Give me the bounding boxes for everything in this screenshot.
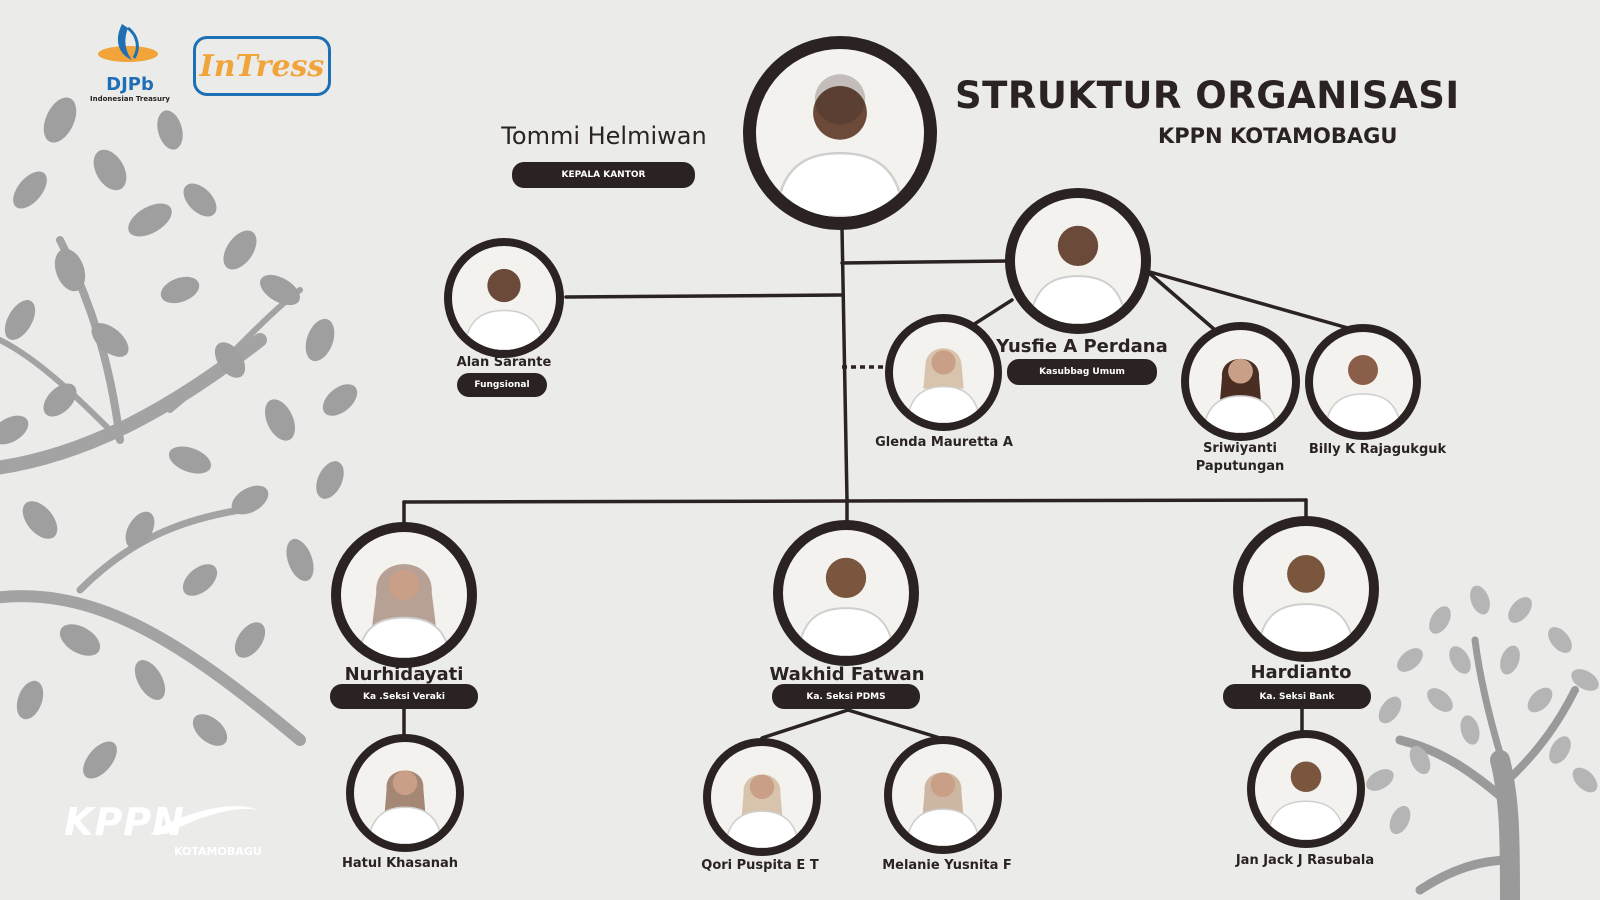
- role-ka-seksi-veraki: Ka .Seksi Veraki: [330, 684, 478, 709]
- role-kepala-kantor: KEPALA KANTOR: [512, 162, 695, 188]
- name-nurhidayati: Nurhidayati: [344, 664, 464, 685]
- role-fungsional: Fungsional: [457, 373, 547, 397]
- kppn-logo: KPPN KOTAMOBAGU: [64, 800, 264, 860]
- kppn-swoosh-icon: [150, 806, 258, 834]
- person-avatar-icon: [906, 348, 981, 423]
- photo-glenda-mauretta-a: [885, 314, 1002, 431]
- person-avatar-icon: [905, 772, 981, 846]
- name-jan-jack-j-rasubala: Jan Jack J Rasubala: [1235, 853, 1375, 868]
- name-hatul-khasanah: Hatul Khasanah: [342, 856, 458, 871]
- name-melanie-yusnita-f: Melanie Yusnita F: [882, 858, 1012, 873]
- person-avatar-icon: [463, 268, 545, 350]
- photo-melanie-yusnita-f: [884, 736, 1002, 854]
- name-billy-k-rajagukguk: Billy K Rajagukguk: [1308, 442, 1447, 457]
- tree-left-decoration: [0, 97, 376, 779]
- name-sriwiyanti-line1: Sriwiyanti: [1203, 441, 1277, 456]
- person-avatar-icon: [774, 74, 906, 217]
- role-ka-seksi-pdms: Ka. Seksi PDMS: [772, 684, 920, 709]
- name-glenda-mauretta-a: Glenda Mauretta A: [875, 435, 1013, 450]
- kppn-logo-subtext: KOTAMOBAGU: [174, 845, 262, 858]
- person-avatar-icon: [1202, 358, 1279, 433]
- djpb-emblem-icon: [98, 24, 158, 62]
- photo-wakhid-fatwan: [773, 520, 919, 666]
- photo-hatul-khasanah: [346, 734, 464, 852]
- name-qori-puspita-e-t: Qori Puspita E T: [701, 858, 819, 873]
- role-kasubbag-umum: Kasubbag Umum: [1007, 359, 1157, 385]
- photo-hardianto: [1233, 516, 1379, 662]
- page-subtitle: KPPN KOTAMOBAGU: [1158, 124, 1398, 148]
- name-hardianto: Hardianto: [1250, 662, 1352, 683]
- person-avatar-icon: [724, 774, 800, 848]
- photo-nurhidayati: [331, 522, 477, 668]
- intress-logo: InTress: [193, 36, 331, 96]
- photo-yusfie-a-perdana: [1005, 188, 1151, 334]
- intress-logo-text: InTress: [199, 48, 325, 84]
- photo-sriwiyanti-paputungan: [1181, 322, 1300, 441]
- photo-billy-k-rajagukguk: [1305, 324, 1421, 440]
- person-avatar-icon: [1266, 761, 1346, 840]
- name-wakhid-fatwan: Wakhid Fatwan: [769, 664, 925, 685]
- person-avatar-icon: [1029, 225, 1127, 324]
- person-avatar-icon: [357, 564, 451, 658]
- djpb-logo-text: DJPb: [106, 74, 154, 95]
- photo-tommi-helmiwan: [743, 36, 937, 230]
- person-avatar-icon: [797, 557, 895, 656]
- person-avatar-icon: [367, 770, 443, 844]
- djpb-logo: DJPb Indonesian Treasury: [88, 20, 172, 106]
- person-avatar-icon: [1257, 554, 1355, 652]
- page-title: STRUKTUR ORGANISASI: [955, 74, 1460, 117]
- role-ka-seksi-bank: Ka. Seksi Bank: [1223, 684, 1371, 709]
- name-sriwiyanti-line2: Paputungan: [1195, 459, 1285, 474]
- photo-alan-sarante: [444, 238, 564, 358]
- photo-qori-puspita-e-t: [703, 738, 821, 856]
- djpb-tagline: Indonesian Treasury: [90, 95, 170, 103]
- person-avatar-icon: [1324, 355, 1402, 432]
- photo-jan-jack-j-rasubala: [1247, 730, 1365, 848]
- name-alan-sarante: Alan Sarante: [456, 355, 552, 370]
- name-yusfie-a-perdana: Yusfie A Perdana: [996, 336, 1168, 357]
- name-tommi-helmiwan: Tommi Helmiwan: [501, 122, 707, 150]
- tree-right-decoration: [1366, 585, 1599, 900]
- kppn-logo-text: KPPN: [64, 800, 185, 844]
